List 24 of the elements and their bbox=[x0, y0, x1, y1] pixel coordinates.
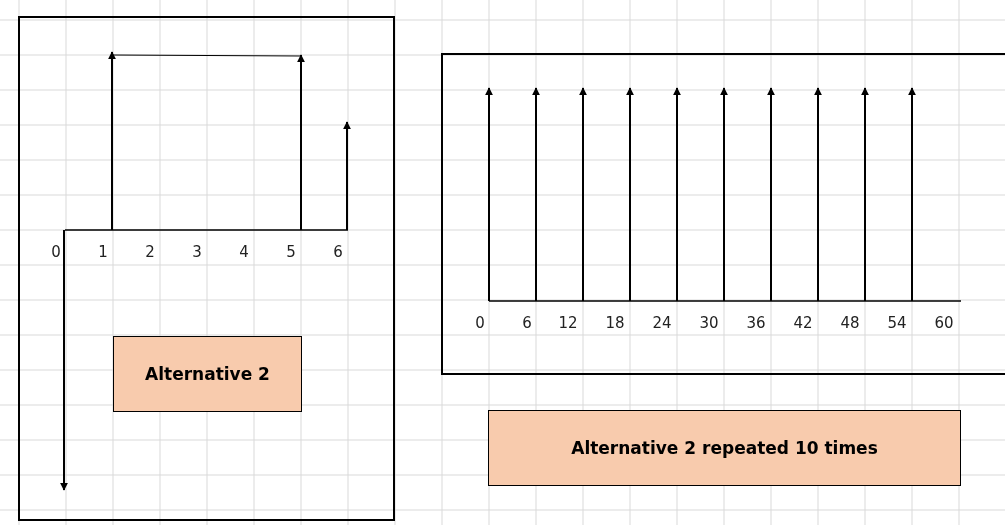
period-number: 6 bbox=[522, 314, 532, 332]
period-number: 3 bbox=[192, 243, 202, 261]
label-box bbox=[488, 410, 961, 486]
period-number: 60 bbox=[934, 314, 954, 332]
panel-frame bbox=[18, 16, 395, 521]
period-number: 5 bbox=[286, 243, 296, 261]
label-box bbox=[113, 336, 302, 412]
period-number: 36 bbox=[746, 314, 766, 332]
period-number: 48 bbox=[840, 314, 860, 332]
period-number: 0 bbox=[475, 314, 485, 332]
period-number: 54 bbox=[887, 314, 907, 332]
period-number: 18 bbox=[605, 314, 625, 332]
period-number: 24 bbox=[652, 314, 672, 332]
period-number: 30 bbox=[699, 314, 719, 332]
period-number: 1 bbox=[98, 243, 108, 261]
panel-frame bbox=[441, 53, 1005, 375]
box-title: Alternative 2 repeated 10 times bbox=[571, 438, 878, 458]
period-number: 12 bbox=[558, 314, 578, 332]
period-number: 0 bbox=[51, 243, 61, 261]
period-number: 4 bbox=[239, 243, 249, 261]
period-number: 42 bbox=[793, 314, 813, 332]
box-title: Alternative 2 bbox=[145, 364, 270, 384]
period-number: 6 bbox=[333, 243, 343, 261]
period-number: 2 bbox=[145, 243, 155, 261]
